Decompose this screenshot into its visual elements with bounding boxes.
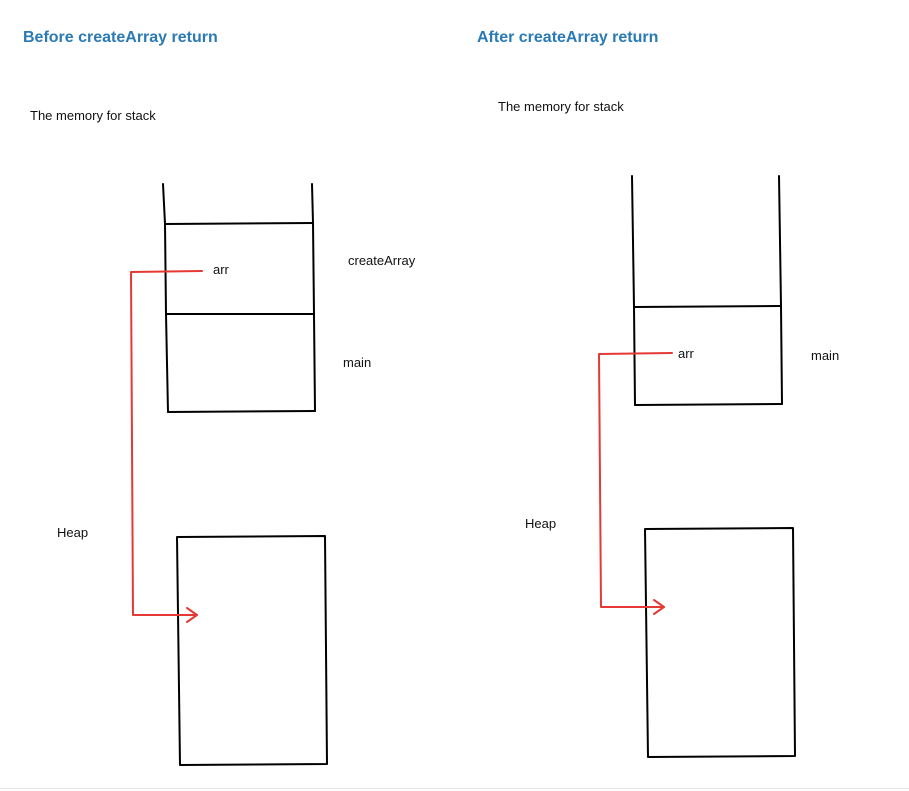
before-stack [162, 183, 316, 413]
after-stack-caption: The memory for stack [498, 99, 624, 114]
before-heading: Before createArray return [23, 29, 218, 46]
after-stack-bottom [634, 403, 783, 406]
after-heading: After createArray return [477, 29, 659, 46]
after-arr-label: arr [678, 346, 694, 361]
after-pointer-arrow [598, 352, 673, 615]
before-stack-right-wall [311, 183, 316, 412]
after-stack-left-wall [631, 175, 636, 406]
before-arrowhead [186, 607, 198, 623]
before-heap-box [176, 535, 328, 766]
before-stack-left-wall [162, 183, 169, 413]
before-frame-divider-top [164, 222, 314, 225]
before-frame-label-main: main [343, 355, 372, 370]
after-frame-divider [633, 305, 782, 308]
after-arrowhead [653, 599, 665, 615]
before-frame-label-createarray: createArray [348, 253, 416, 268]
before-stack-caption: The memory for stack [30, 108, 156, 123]
before-heap-label: Heap [57, 525, 89, 540]
bottom-divider [0, 788, 909, 789]
after-stack [631, 175, 783, 406]
before-pointer-arrow [130, 270, 203, 623]
after-heap-label: Heap [525, 516, 557, 531]
after-heap-box [644, 527, 796, 758]
before-arr-label: arr [213, 262, 229, 277]
before-stack-bottom [167, 410, 316, 413]
after-stack-right-wall [778, 175, 783, 405]
after-frame-label-main: main [811, 348, 840, 363]
